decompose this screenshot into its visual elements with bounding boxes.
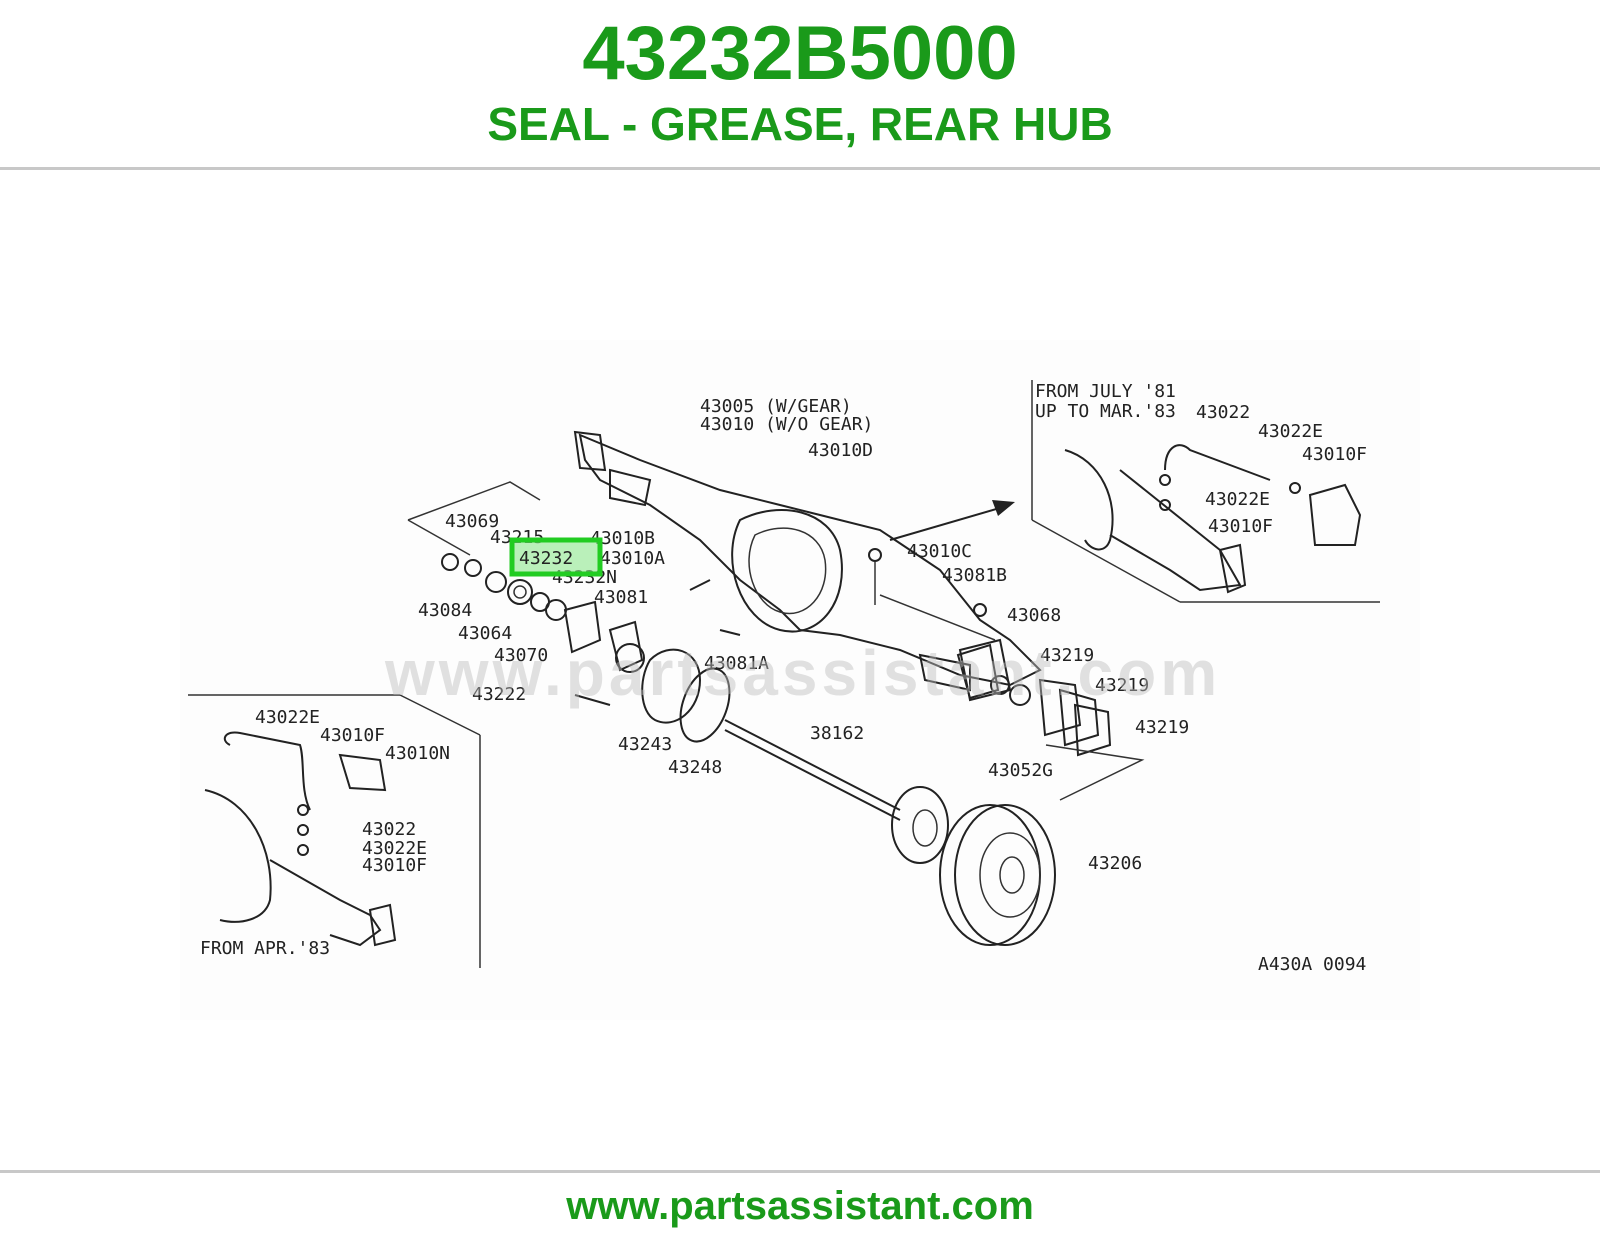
label-apr-43022: 43022 [362, 819, 416, 840]
label-apr-43010f: 43010F [320, 725, 385, 746]
label-apr-43022e: 43022E [255, 707, 320, 728]
label-43070: 43070 [494, 645, 548, 666]
label-43010d: 43010D [808, 440, 873, 461]
axle-housing-drawing [573, 430, 1042, 702]
callout-labels: 43005 (W/GEAR) 43010 (W/O GEAR) 43010D 4… [200, 381, 1367, 975]
label-43064: 43064 [458, 623, 512, 644]
label-43081: 43081 [594, 587, 648, 608]
left-hub-parts [407, 481, 741, 743]
label-apr-43010f-2: 43010F [362, 855, 427, 876]
highlighted-callout[interactable]: 43232 [509, 537, 603, 577]
label-inset-43022e: 43022E [1258, 421, 1323, 442]
label-up-to-mar-83: UP TO MAR.'83 [1035, 401, 1176, 422]
label-43206: 43206 [1088, 853, 1142, 874]
label-43084: 43084 [418, 600, 472, 621]
label-43010c: 43010C [907, 541, 972, 562]
label-inset-43010f-2: 43010F [1208, 516, 1273, 537]
label-43219-c: 43219 [1135, 717, 1189, 738]
label-inset-43010f: 43010F [1302, 444, 1367, 465]
right-hub-parts [868, 500, 1145, 801]
label-38162: 38162 [810, 723, 864, 744]
label-43010a: 43010A [600, 548, 665, 569]
parts-diagram: 43005 (W/GEAR) 43010 (W/O GEAR) 43010D 4… [180, 340, 1420, 1020]
label-43005: 43005 (W/GEAR) [700, 396, 852, 417]
label-43010: 43010 (W/O GEAR) [700, 414, 873, 435]
label-apr-43010n: 43010N [385, 743, 450, 764]
label-43052g: 43052G [988, 760, 1053, 781]
footer-website-link[interactable]: www.partsassistant.com [566, 1184, 1034, 1228]
part-description: SEAL - GREASE, REAR HUB [487, 98, 1113, 150]
label-43069: 43069 [445, 511, 499, 532]
label-inset-43022: 43022 [1196, 402, 1250, 423]
inset-from-apr-83 [188, 694, 481, 968]
diagram-code: A430A 0094 [1258, 954, 1366, 975]
header-divider [0, 167, 1600, 170]
label-43243: 43243 [618, 734, 672, 755]
label-43010b: 43010B [590, 528, 655, 549]
axle-shaft-and-drum [724, 719, 1056, 946]
inset-from-july-81 [1031, 380, 1380, 603]
label-43219-a: 43219 [1040, 645, 1094, 666]
label-43081a: 43081A [704, 653, 769, 674]
highlight-box[interactable] [509, 537, 603, 577]
label-inset-43022e-2: 43022E [1205, 489, 1270, 510]
watermark: www.partsassistant.com [384, 637, 1221, 709]
label-apr-43022e-2: 43022E [362, 838, 427, 859]
label-43222: 43222 [472, 684, 526, 705]
label-43068: 43068 [1007, 605, 1061, 626]
label-43081b: 43081B [942, 565, 1007, 586]
parts-diagram-svg: 43005 (W/GEAR) 43010 (W/O GEAR) 43010D 4… [180, 340, 1420, 1020]
footer-divider [0, 1170, 1600, 1173]
part-number: 43232B5000 [582, 11, 1018, 96]
label-43248: 43248 [668, 757, 722, 778]
label-from-apr-83: FROM APR.'83 [200, 938, 330, 959]
label-43219-b: 43219 [1095, 675, 1149, 696]
highlighted-part-label[interactable]: 43232 [519, 548, 573, 569]
page-header: 43232B5000 SEAL - GREASE, REAR HUB [0, 0, 1600, 168]
label-from-july-81: FROM JULY '81 [1035, 381, 1176, 402]
